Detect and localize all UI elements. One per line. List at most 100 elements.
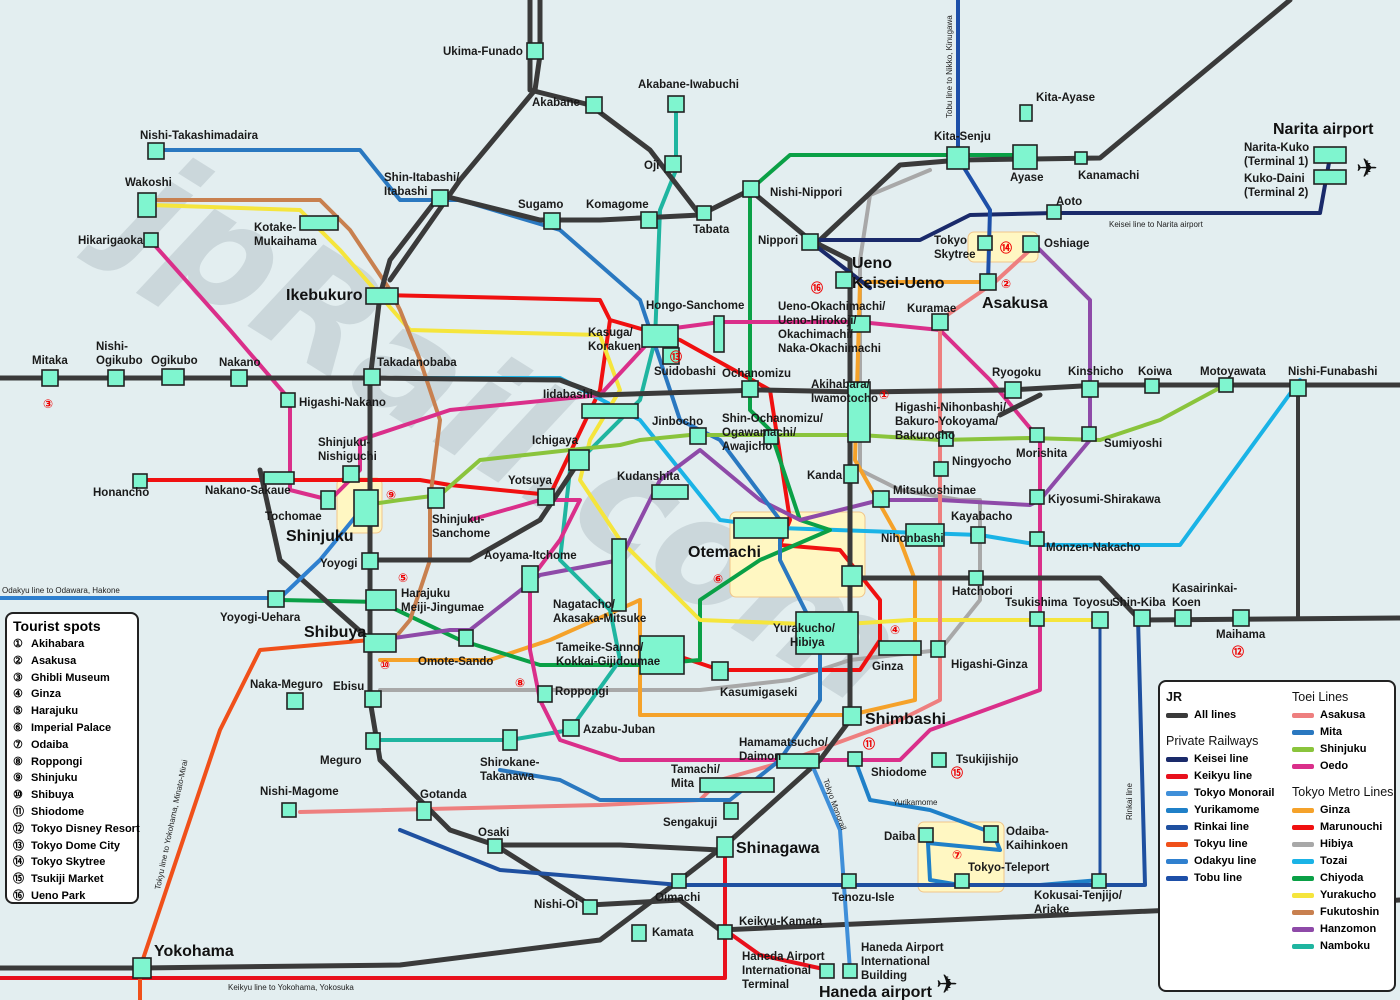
legend-label: Tokyu line — [1194, 838, 1248, 850]
label-maihama: Maihama — [1216, 629, 1266, 641]
legend-swatch — [1292, 841, 1314, 847]
keikyu-line — [0, 843, 830, 980]
label-tokyo-teleport: Tokyo-Teleport — [968, 862, 1050, 874]
station-kayabacho — [970, 526, 986, 544]
station-tochomae — [320, 490, 336, 510]
station-nakano-sakaue — [263, 471, 295, 485]
station-narita-kuko — [1313, 146, 1347, 164]
spot-marker-15: ⑮ — [951, 765, 963, 780]
jr-sobu-rapid — [257, 392, 1043, 643]
legend-item: Chiyoda — [1292, 870, 1393, 887]
station-tokyo — [841, 565, 863, 587]
station-otemachi — [733, 517, 789, 539]
station-ningyocho — [933, 461, 949, 477]
label-shinjuku-sanchome-1: Shinjuku- — [432, 514, 485, 526]
tourist-spot-name: Shinjuku — [31, 772, 78, 785]
label-nishi-oi: Nishi-Oi — [534, 899, 578, 911]
tourist-spot-name: Imperial Palace — [31, 721, 112, 734]
station-higashi-ginza — [930, 640, 946, 658]
label-tsukishima: Tsukishima — [1005, 597, 1068, 609]
label-awajicho: Awajicho — [722, 441, 772, 453]
label-hongo-sanchome: Hongo-Sanchome — [646, 300, 744, 312]
station-markers — [41, 42, 1347, 979]
airplane-icon: ✈ — [1356, 154, 1378, 184]
label-ikebukuro: Ikebukuro — [286, 287, 363, 304]
station-iidabashi — [581, 403, 639, 419]
station-ogikubo — [161, 368, 185, 386]
station-hongo-sanchome — [713, 315, 725, 353]
legend-item: Yurikamome — [1166, 802, 1274, 819]
tourist-spot-name: Tokyo Disney Resort — [31, 822, 140, 835]
tourist-spot-name: Tokyo Dome City — [31, 839, 121, 852]
legend-swatch — [1292, 807, 1314, 813]
label-ueno: Ueno — [852, 255, 892, 272]
label-akabane: Akabane — [532, 97, 580, 109]
label-haneda-bldg-2: International — [861, 956, 930, 968]
spot-marker-6: ⑥ — [713, 572, 723, 586]
station-sumiyoshi — [1081, 426, 1097, 442]
label-shinjuku-sanchome-2: Sanchome — [432, 528, 490, 540]
tourist-spot-number: ⑮ — [13, 873, 24, 886]
label-haneda-intl-2: International — [742, 965, 811, 977]
spot-marker-14: ⑭ — [1000, 240, 1012, 255]
station-kanamachi — [1074, 151, 1088, 165]
label-yoyogi-uehara: Yoyogi-Uehara — [220, 612, 301, 624]
label-tamachi: Tamachi/ — [671, 764, 721, 776]
note-odakyu: Odakyu line to Odawara, Hakone — [2, 586, 120, 595]
monorail-line — [808, 758, 852, 972]
label-ginza: Ginza — [872, 661, 904, 673]
label-haneda-airport: Haneda airport — [819, 984, 933, 1000]
label-iidabashi: Iidabashi — [543, 389, 593, 401]
chiyoda-line — [278, 153, 1022, 667]
station-mitsukoshimae — [872, 490, 890, 508]
station-maihama — [1232, 609, 1250, 627]
legend-jr-list: All lines — [1166, 707, 1274, 724]
note-rinkai: Rinkai line — [1125, 783, 1134, 820]
station-ryogoku — [1004, 381, 1022, 399]
station-naka-meguro — [286, 692, 304, 710]
label-osaki: Osaki — [478, 827, 509, 839]
station-monzen-nakacho — [1029, 531, 1045, 547]
label-shinagawa: Shinagawa — [736, 840, 820, 857]
label-koen: Koen — [1172, 597, 1201, 609]
station-aoyama-itchome — [521, 565, 539, 593]
marunouchi-line — [138, 293, 882, 672]
station-sengakuji — [723, 802, 739, 820]
tourist-spot-number: ③ — [13, 671, 23, 684]
station-hamamatsucho — [776, 753, 820, 769]
label-tochomae: Tochomae — [265, 511, 322, 523]
label-naka-meguro: Naka-Meguro — [250, 679, 323, 691]
station-nishi-nippori — [742, 180, 760, 198]
label-haneda-intl-1: Haneda Airport — [742, 951, 825, 963]
note-tobu: Tobu line to Nikko, Kinugawa — [945, 15, 954, 118]
legend-label: Fukutoshin — [1320, 906, 1380, 918]
legend-label: Odakyu line — [1194, 855, 1257, 867]
label-shin-kiba: Shin-Kiba — [1112, 597, 1166, 609]
legend-item: All lines — [1166, 707, 1274, 724]
station-kokusai-tenjijo — [1091, 873, 1107, 889]
label-kanda: Kanda — [807, 470, 843, 482]
legend-label: Tobu line — [1194, 872, 1243, 884]
label-shin-itabashi: Shin-Itabashi/ — [384, 172, 460, 184]
label-roppongi: Roppongi — [555, 686, 609, 698]
station-jinbocho — [689, 427, 707, 445]
legend-swatch — [1166, 756, 1188, 762]
legend-label: Oedo — [1320, 760, 1349, 772]
label-ichigaya: Ichigaya — [532, 435, 579, 447]
label-ryogoku: Ryogoku — [992, 367, 1041, 379]
legend-item: Marunouchi — [1292, 819, 1393, 836]
label-nagatacho: Nagatacho/ — [553, 599, 616, 611]
station-nishi-magome — [281, 802, 297, 818]
station-haneda-international — [819, 963, 835, 979]
namboku-line — [378, 102, 678, 742]
legend-item: Oedo — [1292, 758, 1393, 775]
station-nakano — [230, 369, 248, 387]
label-hatchobori: Hatchobori — [952, 586, 1013, 598]
label-kokkai-gijidoumae: Kokkai-Gijidoumae — [556, 656, 660, 668]
legend-item: Asakusa — [1292, 707, 1393, 724]
